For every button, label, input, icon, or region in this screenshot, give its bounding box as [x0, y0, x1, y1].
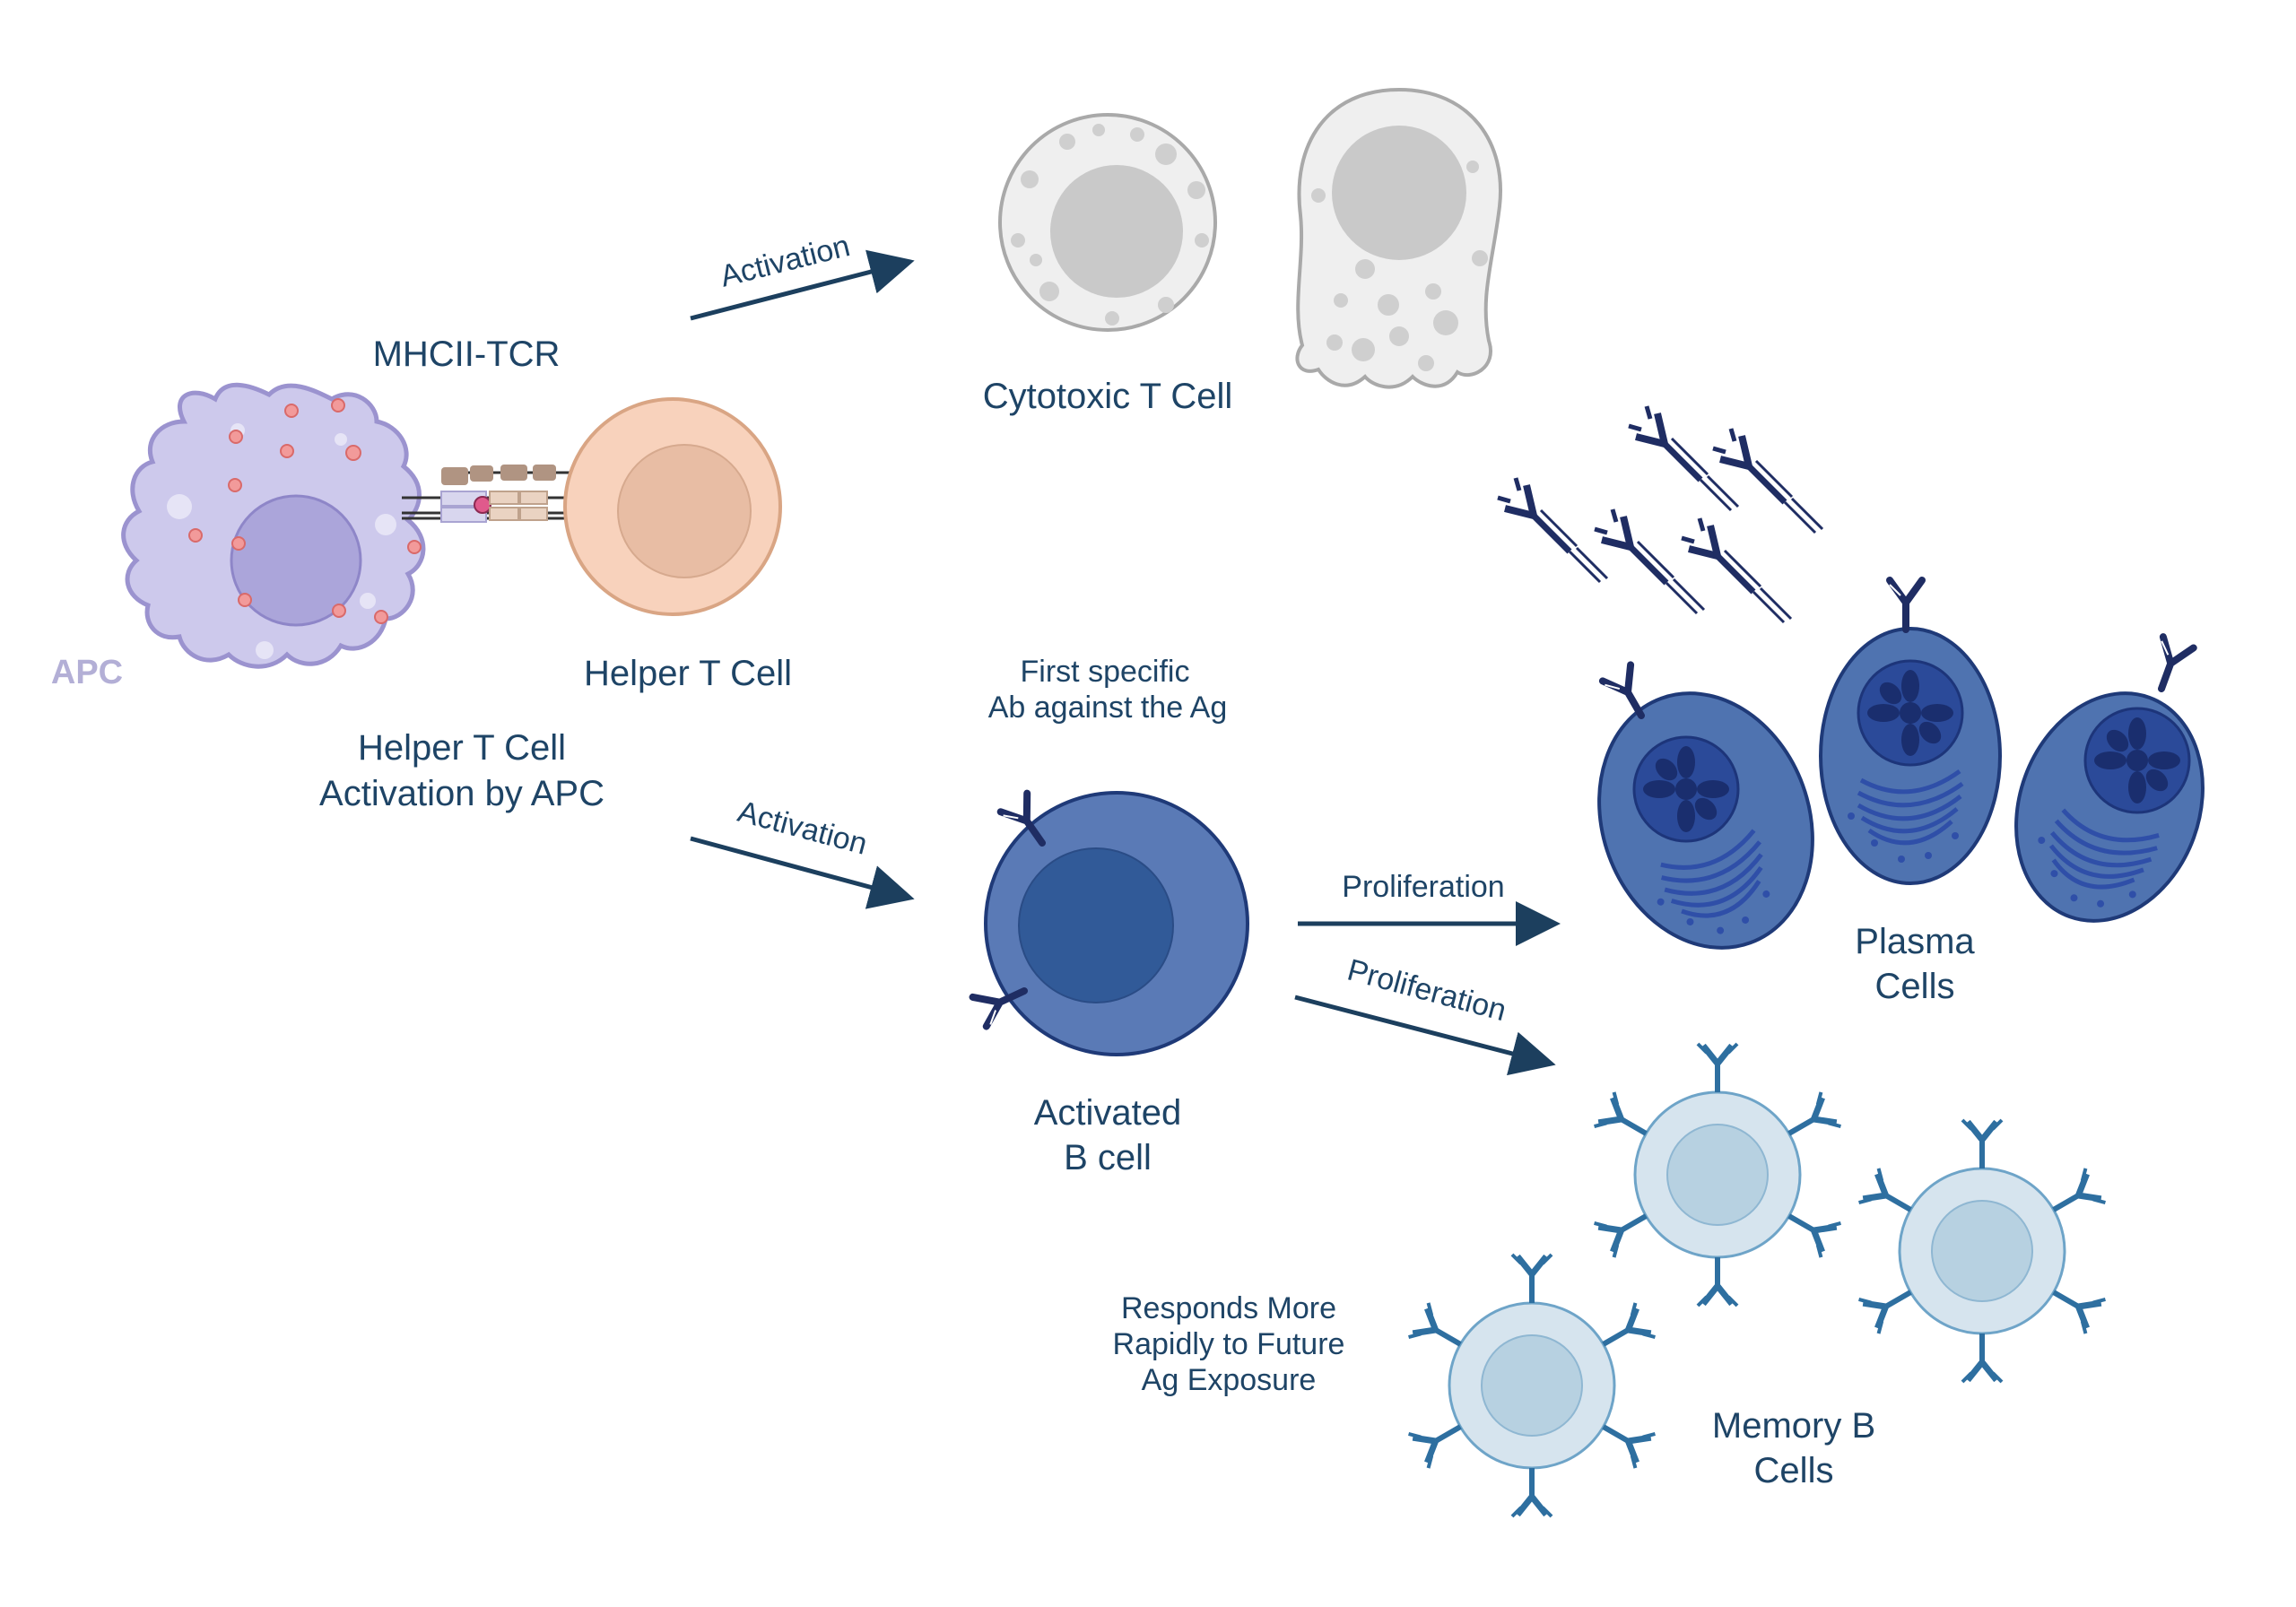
proliferation-arrow-bottom	[1294, 995, 1556, 1076]
apc-cell	[121, 382, 426, 669]
free-antibodies	[1498, 406, 1822, 622]
activation-label-top: Activation	[717, 229, 853, 294]
plasma-cell-2	[1819, 580, 2002, 885]
helper-activation-label-1: Helper T Cell	[358, 728, 566, 768]
activation-arrow-bottom	[690, 836, 915, 909]
memory-b-cell-2	[1859, 1120, 2106, 1382]
helper-t-cell	[563, 397, 782, 616]
first-specific-label-1: First specific	[1021, 655, 1190, 689]
activated-b-label-2: B cell	[1064, 1138, 1152, 1177]
helper-t-cell-label: Helper T Cell	[584, 654, 792, 693]
mhc-tcr-complex	[402, 465, 599, 523]
memory-b-cells-label-1: Memory B	[1712, 1406, 1875, 1446]
cytotoxic-t-cell-round	[998, 113, 1217, 332]
responds-label-2: Rapidly to Future	[1113, 1327, 1345, 1361]
cytotoxic-t-cell-label: Cytotoxic T Cell	[983, 377, 1233, 416]
apc-label: APC	[51, 654, 123, 691]
activation-arrow-top	[690, 249, 915, 321]
responds-label-1: Responds More	[1121, 1291, 1336, 1325]
helper-activation-label-2: Activation by APC	[319, 774, 604, 813]
memory-b-cell-1	[1595, 1044, 1841, 1306]
activated-b-label-1: Activated	[1034, 1093, 1182, 1133]
plasma-cell-1	[1597, 663, 1814, 977]
memory-b-cells-label-2: Cells	[1754, 1451, 1834, 1490]
plasma-cells-label-1: Plasma	[1855, 922, 1975, 961]
proliferation-label-top: Proliferation	[1342, 870, 1504, 904]
responds-label-3: Ag Exposure	[1142, 1363, 1317, 1397]
activated-b-cell	[973, 793, 1249, 1056]
memory-b-cell-3	[1409, 1255, 1656, 1516]
mhc-tcr-label: MHCII-TCR	[373, 334, 561, 374]
plasma-cell-3	[2014, 637, 2205, 947]
first-specific-label-2: Ab against the Ag	[988, 691, 1228, 725]
cytotoxic-t-cell-amoeboid	[1295, 87, 1502, 389]
plasma-cells-label-2: Cells	[1875, 967, 1955, 1006]
activation-label-bottom: Activation	[735, 795, 871, 862]
